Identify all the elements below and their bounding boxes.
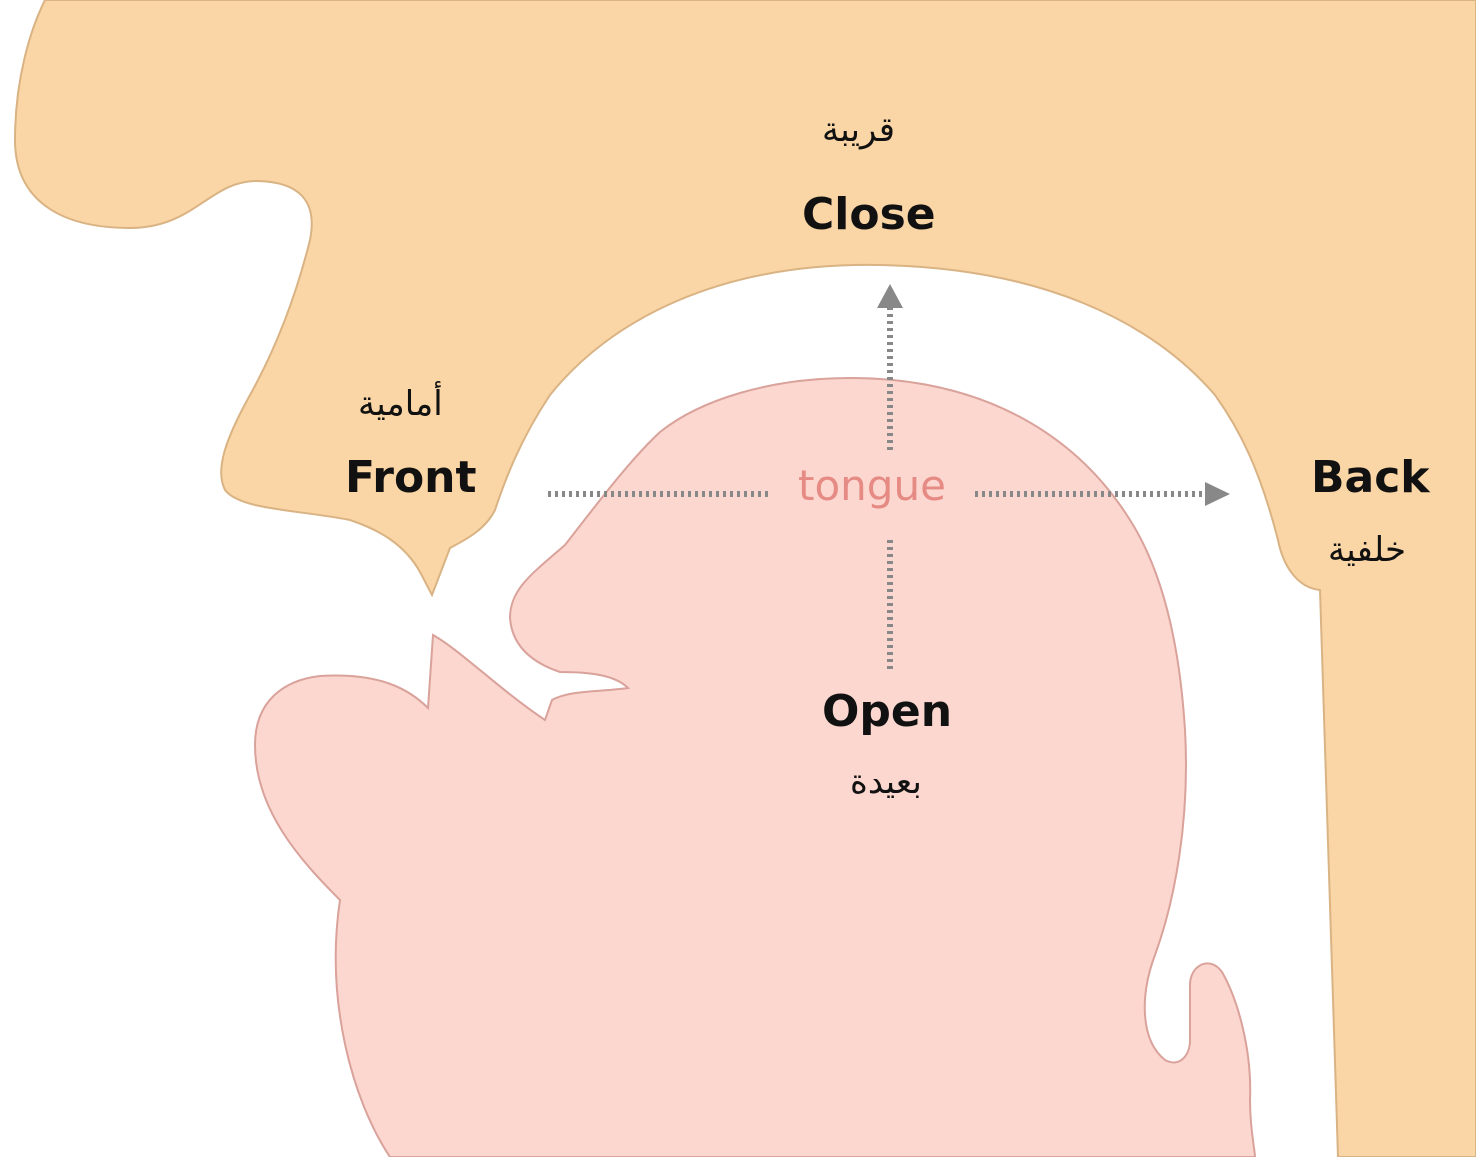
back-label: Back bbox=[1311, 456, 1430, 500]
close-label: Close bbox=[802, 193, 936, 237]
front-label: Front bbox=[345, 456, 477, 500]
back-label-arabic: خلفية bbox=[1328, 533, 1406, 567]
open-label: Open bbox=[822, 690, 952, 734]
tongue-label: tongue bbox=[798, 465, 946, 507]
close-label-arabic: قريبة bbox=[822, 113, 895, 147]
arrow-right-head bbox=[1205, 482, 1230, 506]
open-label-arabic: بعيدة bbox=[850, 765, 922, 799]
front-label-arabic: أمامية bbox=[358, 387, 443, 421]
arrow-up-head bbox=[877, 284, 903, 308]
